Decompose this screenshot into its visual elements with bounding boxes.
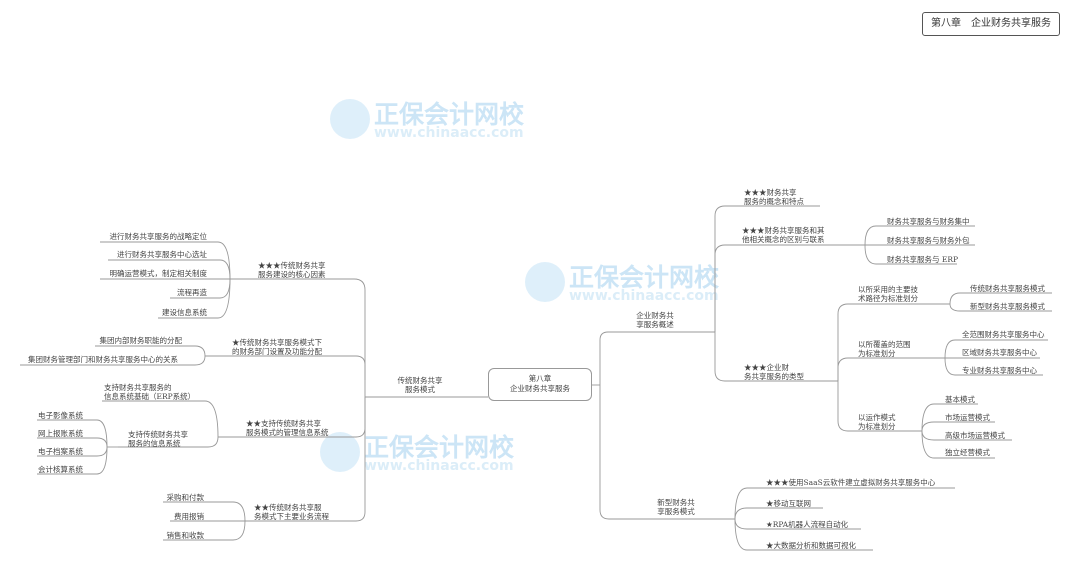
leaf[interactable]: 电子影像系统 xyxy=(38,411,83,420)
node-related-concepts[interactable]: ★★★财务共享服务和其 他相关概念的区别与联系 xyxy=(742,226,825,244)
leaf[interactable]: 网上报账系统 xyxy=(38,429,83,438)
leaf[interactable]: 明确运营模式，制定相关制度 xyxy=(109,269,208,278)
leaf[interactable]: ★★★使用SaaS云软件建立虚拟财务共享服务中心 xyxy=(766,478,936,487)
leaf[interactable]: 费用报销 xyxy=(174,512,204,521)
leaf[interactable]: 基本模式 xyxy=(945,395,975,404)
leaf[interactable]: 进行财务共享服务的战略定位 xyxy=(109,232,208,241)
branch-traditional-mode[interactable]: 传统财务共享 服务模式 xyxy=(397,376,443,394)
leaf[interactable]: 销售和收款 xyxy=(166,531,205,540)
node-supporting-systems[interactable]: 支持传统财务共享 服务的信息系统 xyxy=(128,430,188,448)
node-erp-basis[interactable]: 支持财务共享服务的 信息系统基础（ERP系统） xyxy=(104,383,196,401)
watermark-logo-icon xyxy=(330,99,370,139)
leaf[interactable]: 财务共享服务与财务集中 xyxy=(887,217,970,226)
leaf[interactable]: 专业财务共享服务中心 xyxy=(962,366,1037,375)
node-core-factors[interactable]: ★★★传统财务共享 服务建设的核心因素 xyxy=(258,261,326,279)
node-by-operation[interactable]: 以运作模式 为标准划分 xyxy=(858,413,896,431)
node-by-scope[interactable]: 以所覆盖的范围 为标准划分 xyxy=(858,340,911,358)
leaf[interactable]: 集团财务管理部门和财务共享服务中心的关系 xyxy=(28,355,178,364)
leaf[interactable]: 电子档案系统 xyxy=(38,447,83,456)
watermark-logo-icon xyxy=(320,432,360,472)
branch-overview[interactable]: 企业财务共 享服务概述 xyxy=(636,311,674,329)
leaf[interactable]: ★大数据分析和数据可视化 xyxy=(766,541,856,550)
leaf[interactable]: 进行财务共享服务中心选址 xyxy=(117,250,207,259)
leaf[interactable]: 新型财务共享服务模式 xyxy=(970,302,1045,311)
node-department-setup[interactable]: ★传统财务共享服务模式下 的财务部门设置及功能分配 xyxy=(232,338,322,356)
chapter-title: 第八章 企业财务共享服务 xyxy=(922,12,1060,36)
root-node[interactable]: 第八章 企业财务共享服务 xyxy=(488,368,592,401)
leaf[interactable]: 独立经营模式 xyxy=(945,448,990,457)
leaf[interactable]: 集团内部财务职能的分配 xyxy=(99,336,183,345)
leaf[interactable]: 高级市场运营模式 xyxy=(945,431,1005,440)
node-concept[interactable]: ★★★财务共享 服务的概念和特点 xyxy=(744,188,804,206)
leaf[interactable]: 市场运营模式 xyxy=(945,413,990,422)
leaf[interactable]: 传统财务共享服务模式 xyxy=(970,284,1045,293)
node-information-system[interactable]: ★★支持传统财务共享 服务模式的管理信息系统 xyxy=(246,419,329,437)
branch-new-mode[interactable]: 新型财务共 享服务模式 xyxy=(657,498,695,516)
leaf[interactable]: ★移动互联网 xyxy=(766,499,811,508)
watermark-logo-icon xyxy=(525,262,565,302)
leaf[interactable]: 区域财务共享服务中心 xyxy=(962,348,1037,357)
leaf[interactable]: ★RPA机器人流程自动化 xyxy=(766,520,849,529)
leaf[interactable]: 财务共享服务与 ERP xyxy=(887,255,959,264)
node-business-process[interactable]: ★★传统财务共享服 务模式下主要业务流程 xyxy=(254,503,329,521)
leaf[interactable]: 财务共享服务与财务外包 xyxy=(887,236,970,245)
leaf[interactable]: 建设信息系统 xyxy=(162,308,207,317)
leaf[interactable]: 采购和付款 xyxy=(166,493,205,502)
leaf[interactable]: 全范围财务共享服务中心 xyxy=(962,330,1045,339)
leaf[interactable]: 流程再造 xyxy=(177,288,207,297)
node-by-technology[interactable]: 以所采用的主要技 术路径为标准划分 xyxy=(858,285,918,303)
leaf[interactable]: 会计核算系统 xyxy=(38,465,83,474)
node-types[interactable]: ★★★企业财 务共享服务的类型 xyxy=(744,363,804,381)
